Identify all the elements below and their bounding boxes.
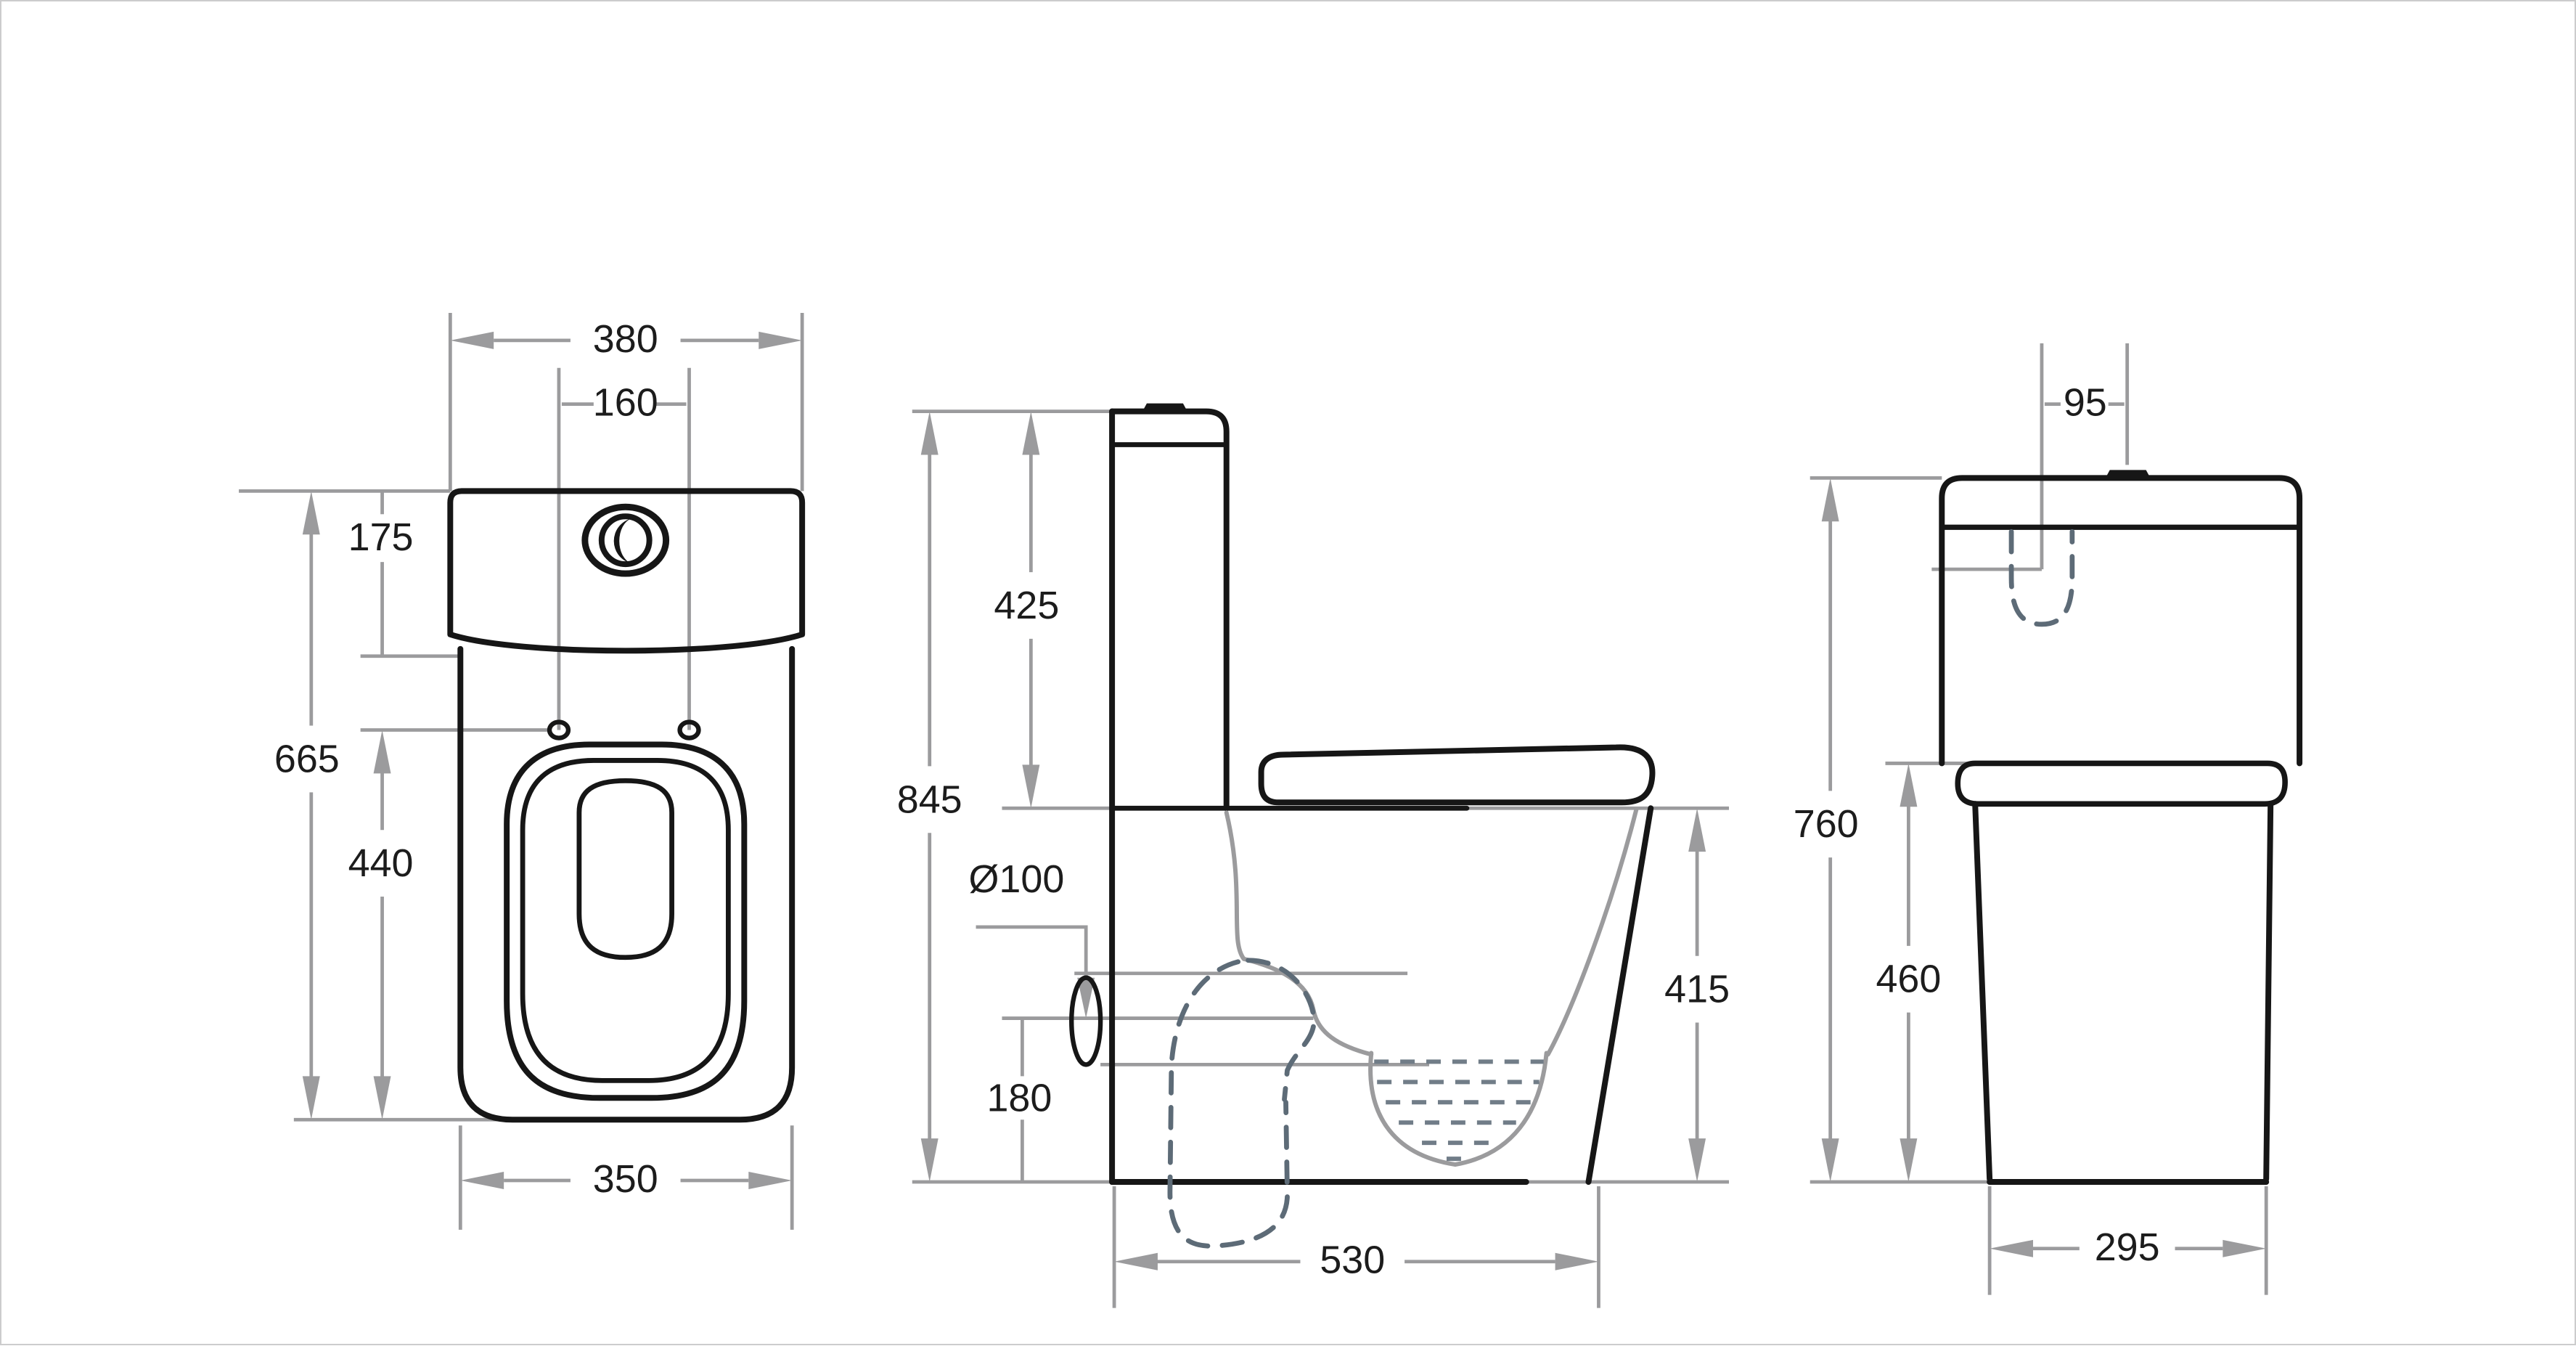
dim-label-530: 530 (1320, 1239, 1385, 1282)
side-outlet-pipe (1069, 975, 1103, 1067)
side-cistern-outline (1109, 403, 1230, 1186)
dim-side-seat-height-415: 415 (1664, 808, 1730, 1183)
front-extension-lines (239, 312, 804, 1230)
dim-outlet-diameter-100: Ø100 (969, 857, 1095, 1019)
dim-label-440: 440 (348, 841, 414, 885)
side-bowl-interior (1224, 807, 1639, 1167)
side-trap-hidden-outline (1167, 958, 1317, 1249)
side-flush-button-icon (1142, 403, 1187, 412)
back-extension-lines (1810, 476, 2268, 1295)
front-bowl-opening (576, 778, 674, 960)
dim-front-cistern-height-175: 175 (348, 491, 414, 656)
side-pan-outline (1069, 805, 1654, 1186)
dim-label-845: 845 (897, 778, 962, 821)
dim-label-350: 350 (593, 1157, 658, 1201)
dim-label-460: 460 (1876, 958, 1941, 1001)
side-extension-lines (912, 409, 1730, 1308)
dim-label-95: 95 (2064, 381, 2107, 425)
dim-front-width-380: 380 (450, 317, 803, 361)
dim-label-160: 160 (593, 381, 658, 425)
back-pan-outline (1972, 801, 2274, 1186)
dim-label-415: 415 (1664, 968, 1730, 1011)
front-pan-outline (457, 645, 796, 1123)
dim-label-175: 175 (348, 515, 414, 559)
dim-back-base-width-295: 295 (1990, 1225, 2267, 1269)
dim-label-425: 425 (994, 584, 1059, 627)
back-inlet-hidden-outline (2008, 529, 2075, 627)
side-sump-outline (1368, 1051, 1549, 1167)
dim-outlet-centre-height-180: 180 (986, 1018, 1052, 1183)
side-view: 845 425 Ø100 180 415 (897, 403, 1730, 1308)
dim-front-overall-height-665: 665 (274, 491, 340, 1120)
dim-front-hinge-to-base-440: 440 (348, 730, 414, 1120)
dim-back-height-760: 760 (1794, 478, 1859, 1183)
dim-label-180: 180 (986, 1076, 1052, 1119)
water-hatch (1374, 1059, 1544, 1162)
dim-front-hinge-spacing-160: 160 (561, 381, 687, 425)
dim-label-760: 760 (1794, 802, 1859, 846)
dim-label-o100: Ø100 (969, 857, 1065, 901)
back-seat-outline (1955, 760, 2288, 807)
front-view: 380 160 175 665 440 (239, 312, 806, 1230)
front-flush-button-icon (581, 503, 670, 577)
front-seat-rings (504, 741, 748, 1101)
back-cistern-outline (1939, 470, 2303, 767)
dim-back-inlet-to-button-95: 95 (1931, 343, 2130, 571)
dim-side-overall-height-845: 845 (897, 411, 962, 1183)
back-flush-button-icon (2105, 470, 2151, 478)
back-view: 95 760 460 295 (1794, 343, 2303, 1295)
dim-back-seat-height-460: 460 (1876, 763, 1941, 1183)
dim-label-380: 380 (593, 317, 658, 361)
front-hinge-hole-right (677, 719, 701, 741)
side-seat-outline (1258, 744, 1656, 806)
dim-front-base-width-350: 350 (460, 1157, 793, 1201)
dim-side-base-depth-530: 530 (1114, 1239, 1599, 1282)
dim-label-665: 665 (274, 737, 340, 780)
dim-label-295: 295 (2095, 1225, 2160, 1269)
dim-side-cistern-to-seat-425: 425 (994, 411, 1059, 809)
front-cistern-outline (447, 488, 806, 654)
front-hinge-hole-left (547, 719, 571, 741)
